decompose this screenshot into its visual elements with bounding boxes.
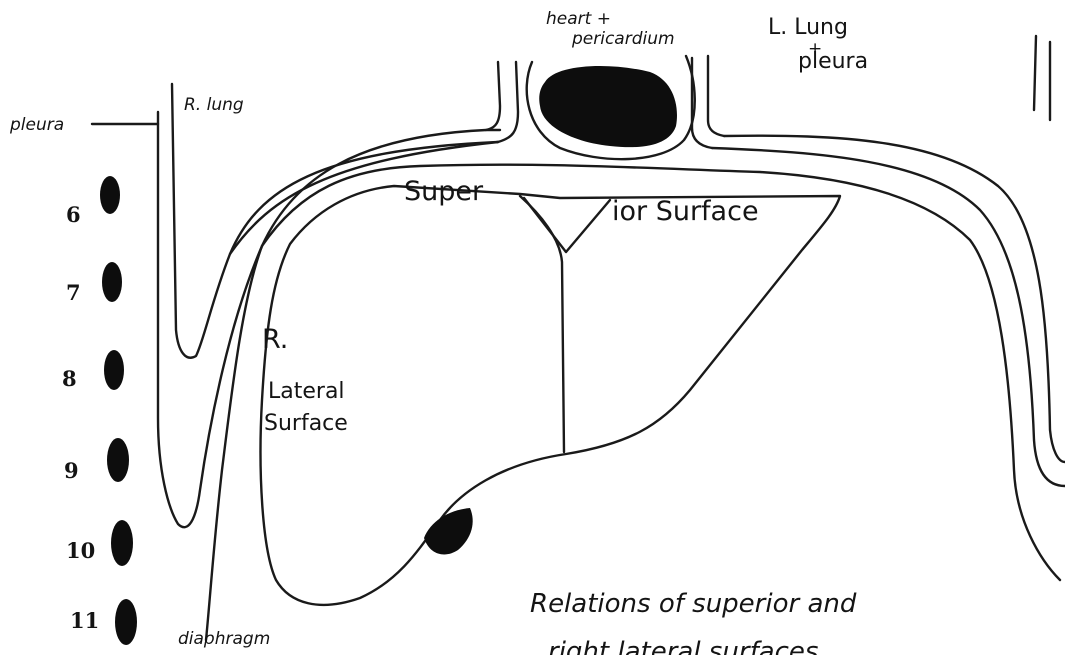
surface-label: Surface: [264, 411, 348, 436]
superior-label-left: Super: [404, 176, 484, 207]
rib-section-icon: [104, 350, 124, 390]
mediastinum-right-wall: [486, 62, 500, 130]
rib-number: 9: [64, 458, 79, 483]
lateral-label: Lateral: [268, 379, 345, 404]
heart-label: heart +: [546, 9, 611, 29]
rib-section-icon: [107, 438, 129, 482]
diaphragm-right-lateral: [206, 246, 262, 640]
left-pleura-wall: [1034, 36, 1050, 120]
mediastinum-left-wall-inner: [708, 56, 724, 136]
pericardium-label: pericardium: [571, 29, 675, 49]
gallbladder-fundus: [424, 508, 473, 554]
rib-section-icon: [111, 520, 133, 566]
rib-section-icon: [102, 262, 122, 302]
rib-number: 6: [66, 202, 81, 227]
diaphragm-dome-lower: [724, 136, 1065, 462]
l-pleura-label: pleura: [798, 49, 868, 74]
liver-fissure: [520, 196, 564, 452]
rib-number: 11: [70, 608, 99, 633]
caption-line2: right lateral surfaces: [548, 637, 818, 655]
superior-label-right: ior Surface: [612, 196, 759, 227]
rib-column: 6 7 8 9 10 11: [62, 176, 137, 645]
caption-line1: Relations of superior and: [530, 589, 857, 619]
r-lung-label: R. lung: [184, 95, 244, 115]
l-lung-label: L. Lung: [768, 15, 848, 40]
pleura-label: pleura: [9, 115, 64, 135]
liver-outline: [261, 186, 840, 605]
right-pleura-inner: [172, 84, 498, 358]
heart-shape: [539, 66, 677, 147]
rib-number: 10: [66, 538, 95, 563]
rib-section-icon: [115, 599, 137, 645]
diaphragm-label: diaphragm: [178, 629, 270, 649]
r-label: R.: [262, 324, 288, 355]
bare-area-left: [524, 198, 610, 252]
rib-section-icon: [100, 176, 120, 214]
rib-number: 8: [62, 366, 77, 391]
rib-number: 7: [66, 280, 81, 305]
